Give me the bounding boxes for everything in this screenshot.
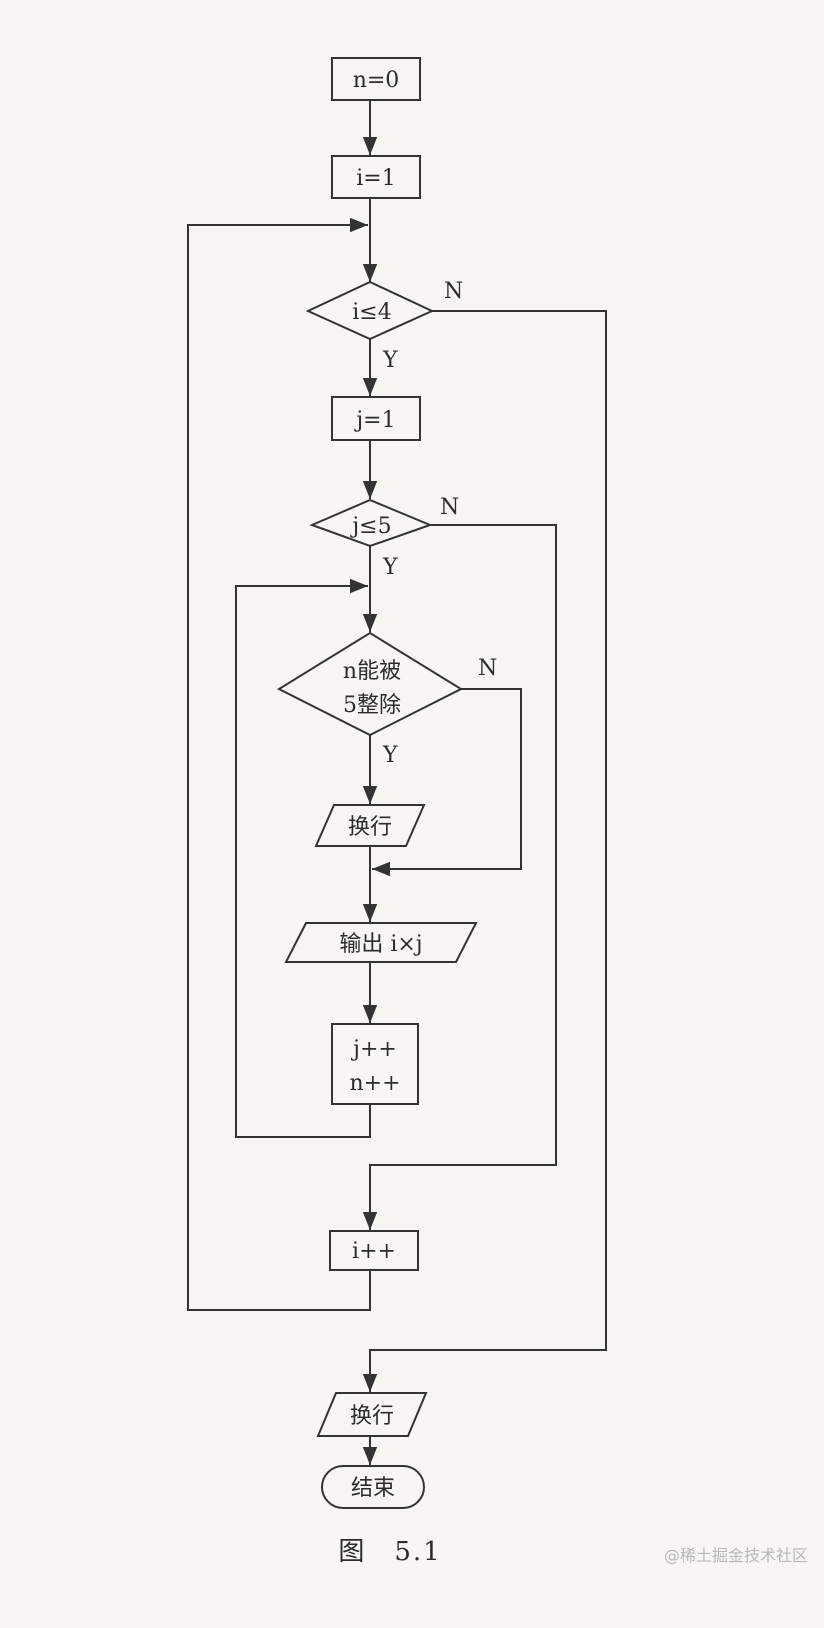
edge-outer-loop-back [187,217,371,1311]
edge-label-j-cond-no: N [440,495,459,520]
edge-label-div-cond-no: N [478,656,497,681]
node-newline-inner [314,804,426,847]
node-i-cond [305,280,435,341]
node-newline-inner-label: 换行 [348,815,392,840]
node-inc-i [329,1230,419,1271]
node-i-init [331,155,421,199]
edge-label-i-cond-no: N [444,279,463,304]
edge-icond-no [362,310,607,1392]
node-div-cond-label-2: 5整除 [343,693,401,718]
node-output-label: 输出 i×j [339,932,422,957]
node-n-init-label: n=0 [353,68,400,93]
edge-label-div-cond-yes: Y [382,743,398,768]
node-newline-outer-label: 换行 [350,1404,394,1429]
figure-caption: 图 5.1 [338,1537,441,1567]
edge-jcond-no [362,524,557,1230]
node-j-cond [309,498,433,548]
node-i-cond-label: i≤4 [352,300,391,325]
node-i-init-label: i=1 [356,166,395,191]
node-n-init [331,57,421,101]
node-j-init [331,396,421,441]
edge-divcond-no [372,688,522,877]
node-inc-j-n [331,1023,419,1105]
node-div-cond-label-1: n能被 [343,659,401,684]
node-end-label: 结束 [351,1476,395,1501]
watermark: @稀土掘金技术社区 [664,1546,808,1565]
node-end [321,1465,425,1509]
edge-label-j-cond-yes: Y [382,555,398,580]
node-inc-j-label: j++ [350,1037,397,1062]
edge-inner-loop-back [235,578,371,1138]
node-inc-n-label: n++ [349,1071,400,1096]
node-j-init-label: j=1 [353,408,395,433]
node-inc-i-label: i++ [352,1239,396,1264]
node-output [284,922,478,963]
node-newline-outer [316,1392,428,1437]
node-j-cond-label: j≤5 [349,514,391,539]
node-div-cond [276,631,464,737]
edge-label-i-cond-yes: Y [382,348,398,373]
